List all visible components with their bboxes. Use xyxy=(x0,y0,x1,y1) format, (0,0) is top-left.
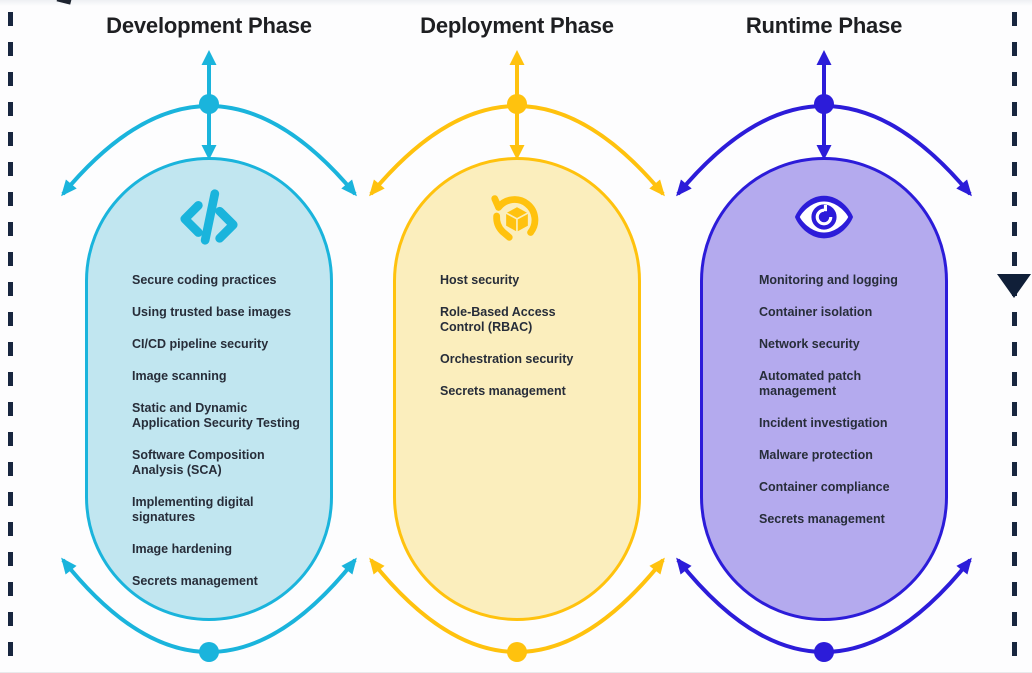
security-item: Static and Dynamic Application Security … xyxy=(132,401,300,430)
security-item: Orchestration security xyxy=(440,352,574,366)
phase-title: Runtime Phase xyxy=(745,13,903,38)
security-item: Image hardening xyxy=(132,542,233,556)
monitoring-eye-icon xyxy=(794,195,854,239)
security-item: Automated patch management xyxy=(759,369,862,398)
runtime-capsule: Monitoring and logging Container isolati… xyxy=(700,157,948,621)
security-item: Secrets management xyxy=(132,574,258,588)
security-item: Container compliance xyxy=(759,480,890,494)
phase-title: Deployment Phase xyxy=(420,13,614,38)
development-item-list: Secure coding practices Using trusted ba… xyxy=(88,273,330,589)
deployment-capsule: Host security Role-Based Access Control … xyxy=(393,157,641,621)
security-item: Image scanning xyxy=(132,369,227,383)
security-item: Using trusted base images xyxy=(132,305,292,319)
phase-column-deployment: Deployment Phase xyxy=(367,0,667,673)
runtime-item-list: Monitoring and logging Container isolati… xyxy=(703,273,945,527)
phase-column-runtime: Runtime Phase Monitoring and loggi xyxy=(674,0,974,673)
security-item: Implementing digital signatures xyxy=(132,495,254,524)
security-item: Incident investigation xyxy=(759,416,888,430)
right-dashed-border xyxy=(1012,12,1017,672)
security-item: Malware protection xyxy=(759,448,873,462)
security-item: Secrets management xyxy=(440,384,566,398)
code-icon xyxy=(180,189,238,245)
left-dashed-border xyxy=(8,12,13,672)
security-item: Secure coding practices xyxy=(132,273,277,287)
deploy-sync-icon xyxy=(491,195,539,241)
security-item: CI/CD pipeline security xyxy=(132,337,269,351)
security-item: Container isolation xyxy=(759,305,873,319)
security-item: Software Composition Analysis (SCA) xyxy=(132,448,265,477)
deployment-item-list: Host security Role-Based Access Control … xyxy=(396,273,638,399)
security-item: Host security xyxy=(440,273,520,287)
phase-title: Development Phase xyxy=(106,13,312,38)
phase-column-development: Development Phase Secure cod xyxy=(59,0,359,673)
security-item: Secrets management xyxy=(759,512,885,526)
security-item: Network security xyxy=(759,337,860,351)
development-capsule: Secure coding practices Using trusted ba… xyxy=(85,157,333,621)
security-item: Role-Based Access Control (RBAC) xyxy=(440,305,556,334)
security-item: Monitoring and logging xyxy=(759,273,898,287)
down-triangle-marker xyxy=(997,274,1031,298)
